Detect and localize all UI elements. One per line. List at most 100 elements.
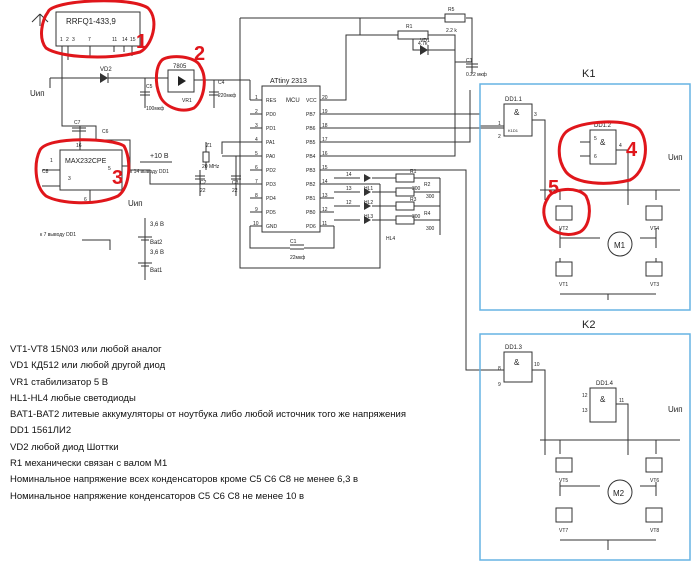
mcu-pin-num: 18 [322, 123, 328, 129]
vt7-label: VT7 [559, 528, 568, 534]
hl1-label: HL1 [364, 186, 373, 192]
note-line: VR1 стабилизатор 5 В [10, 376, 109, 388]
dd13-pin: 10 [534, 362, 540, 368]
dd13-label: DD1.3 [505, 345, 523, 351]
led-r-value: 300 [412, 214, 421, 220]
mcu-pin-right: PB4 [306, 154, 316, 160]
vt1-label: VT1 [559, 282, 568, 288]
c7-label: C7 [74, 120, 81, 126]
dd14-pin: 12 [582, 393, 588, 399]
bat2-voltage: 3,6 В [150, 222, 164, 228]
led-r-value: 300 [426, 226, 435, 232]
red-annotations: 1 2 3 4 5 [34, 0, 647, 236]
mcu-pin-num: 1 [255, 95, 258, 101]
led-r1-label: R1 [410, 169, 417, 175]
mcu-pin-left: PD4 [266, 196, 276, 202]
note-line: BAT1-BAT2 литевые аккумуляторы от ноутбу… [10, 409, 406, 421]
dd14-pin: 11 [619, 398, 624, 404]
annotation-circle-5 [542, 188, 591, 236]
to14-label: к 14 выводу DD1 [130, 169, 169, 175]
rf-pin: 1 [60, 37, 63, 43]
k1-circuit: DD1.1 & K1D1 1 2 3 DD1.2 & 5 6 4 Uип M1 … [498, 97, 683, 300]
mcu-pin-left: RES [266, 98, 277, 104]
mcu-pin-right: PB2 [306, 182, 316, 188]
mcu-pin-num: 14 [322, 179, 328, 185]
bat1-label: Bat1 [150, 268, 163, 274]
mcu-pin-num: 6 [255, 165, 258, 171]
mcu-pin-right: PB1 [306, 196, 316, 202]
mcu-pin-num: 2 [255, 109, 258, 115]
vr1-label: VR1 [182, 98, 192, 104]
mcu-label: ATtiny 2313 [270, 78, 307, 85]
dd14-label: DD1.4 [596, 381, 614, 387]
dd13-sym: & [514, 358, 520, 367]
k2-label: K2 [582, 319, 595, 331]
mcu-pin-left: PA0 [266, 154, 275, 160]
max232: MAX232CPE 16 3 5 6 1 C7 C6 C8 +10 В к 14… [42, 110, 250, 208]
dd12-sym: & [600, 138, 606, 147]
mcu-pin-num: 8 [255, 193, 258, 199]
led-pin: 14 [346, 172, 352, 178]
batteries: к 7 выводу DD1 3,6 В Bat2 3,6 В Bat1 [40, 218, 164, 280]
c4-label: C4 [218, 80, 225, 86]
vt6-label: VT6 [650, 478, 659, 484]
led-r2-label: R2 [424, 182, 431, 188]
mcu-wiring: R1 4.7k VD1 R5 2.2 k C1 0.22 мкф C1 22мк… [239, 7, 504, 371]
dd11-pin: 3 [534, 112, 537, 118]
vt5-label: VT5 [559, 478, 568, 484]
k1-label: K1 [582, 68, 595, 80]
mcu-pin-num: 15 [322, 165, 328, 171]
bat1-voltage: 3,6 В [150, 250, 164, 256]
c1-label: C1 [290, 239, 297, 245]
dd13-pin: 8 [498, 366, 501, 372]
z1-label: Z1 [206, 143, 212, 149]
c3-value: 22 [232, 188, 238, 194]
note-line: R1 механически связан с валом М1 [10, 458, 168, 470]
r5-label: R5 [448, 7, 455, 13]
vd2-label: VD2 [100, 67, 112, 73]
m2-label: M2 [613, 489, 625, 498]
mcu-pin-right: VCC [306, 98, 317, 104]
uip-label-rf: Uип [30, 89, 45, 98]
led-r4-label: R4 [424, 211, 431, 217]
k1-panel [479, 83, 691, 311]
note-line: Номинальное напряжение всех конденсаторо… [10, 474, 359, 486]
c8-label: C8 [42, 169, 49, 175]
mcu-pin-num: 9 [255, 207, 258, 213]
note-line: HL1-HL4 любые светодиоды [10, 392, 136, 404]
dd11-part: K1D1 [508, 128, 519, 133]
max-pin: 6 [84, 197, 87, 203]
vt3-label: VT3 [650, 282, 659, 288]
c1-value: 22мкф [290, 255, 305, 261]
mcu-pin-num: 3 [255, 123, 258, 129]
plus10-label: +10 В [150, 153, 169, 160]
led-r3-label: R3 [410, 197, 417, 203]
annotation-number-4: 4 [626, 139, 638, 161]
c5-label: C5 [146, 84, 153, 90]
c1b-label: C1 [466, 58, 473, 64]
c4-value: 220мкф [218, 93, 236, 99]
vt8-label: VT8 [650, 528, 659, 534]
led-pin: 13 [346, 186, 352, 192]
vd1-label: VD1 [420, 38, 430, 44]
max-pin: 16 [76, 143, 82, 149]
led-r-value: 300 [426, 194, 435, 200]
mcu-pin-left: PD5 [266, 210, 276, 216]
max-pin: 5 [108, 166, 111, 172]
mcu-pin-num: 13 [322, 193, 328, 199]
annotation-number-1: 1 [136, 31, 147, 53]
c1b-value: 0.22 мкф [466, 72, 487, 78]
c2-label: C2 [200, 180, 207, 186]
rf-pin: 14 [122, 37, 128, 43]
annotation-number-2: 2 [194, 43, 205, 65]
vt2-label: VT2 [559, 226, 568, 232]
led-pin: 12 [346, 200, 352, 206]
component-notes: VT1-VT8 15N03 или любой аналог VD1 КД512… [10, 342, 450, 505]
r1-value: 4.7k [418, 41, 428, 47]
rf-pin: 2 [66, 37, 69, 43]
mcu-pin-num: 17 [322, 137, 328, 143]
uip-label-k2: Uип [668, 405, 683, 414]
dd12-pin: 5 [594, 136, 597, 142]
note-line: DD1 1561ЛИ2 [10, 425, 72, 437]
